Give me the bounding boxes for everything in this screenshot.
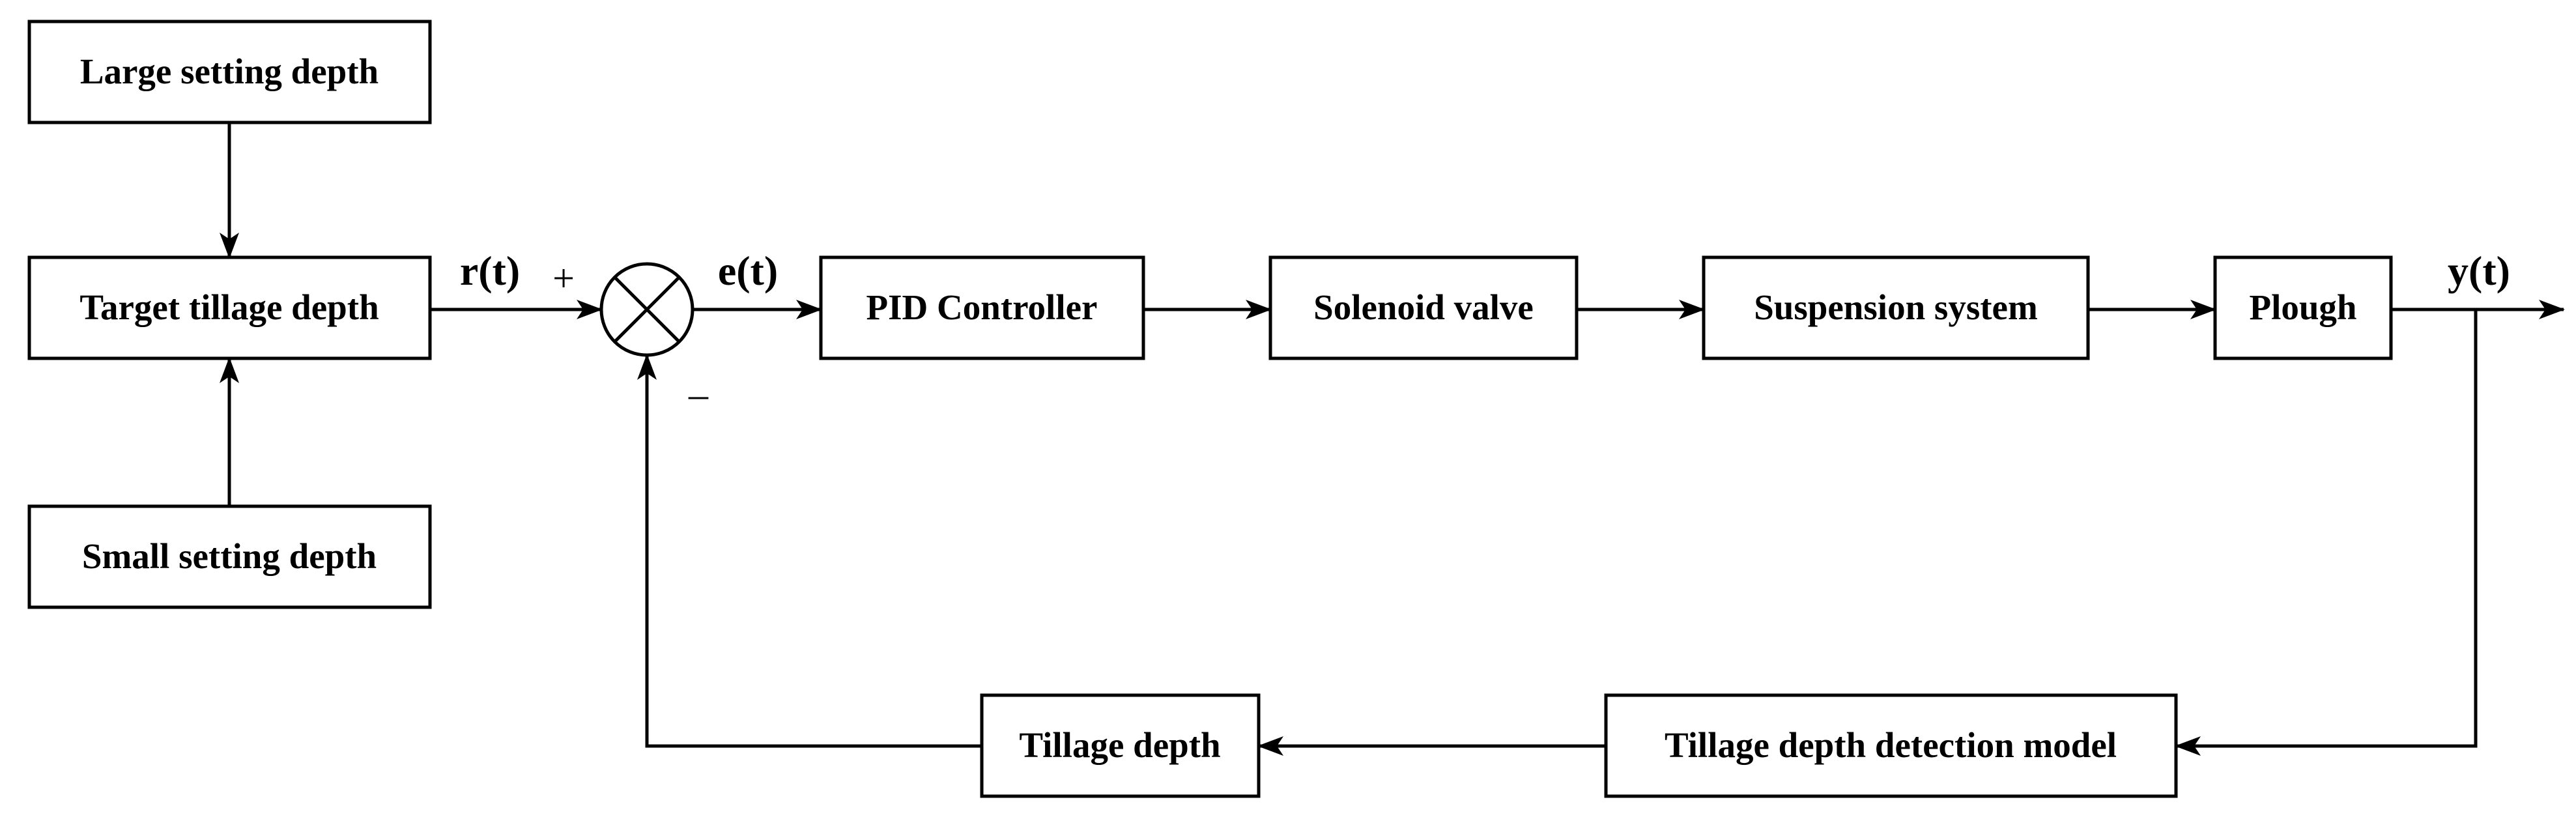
pid-controller-label: PID Controller [866, 287, 1098, 327]
pid-controller-block: PID Controller [819, 255, 1145, 360]
plus-sign: + [552, 257, 575, 300]
suspension-system-label: Suspension system [1754, 287, 2038, 327]
tillage-depth-detection-model-block: Tillage depth detection model [1604, 693, 2178, 798]
arrow-feedback-to-detection [2175, 309, 2478, 756]
tillage-depth-label: Tillage depth [1019, 725, 1220, 765]
tillage-depth-detection-model-label: Tillage depth detection model [1665, 725, 2117, 765]
solenoid-valve-label: Solenoid valve [1313, 287, 1534, 327]
target-tillage-depth-label: Target tillage depth [79, 287, 379, 327]
plough-block: Plough [2213, 255, 2393, 360]
arrow-feedback-to-sum [637, 354, 982, 748]
output-signal-label: y(t) [2448, 248, 2510, 294]
target-tillage-depth-block: Target tillage depth [27, 255, 432, 360]
large-setting-depth-block: Large setting depth [27, 20, 432, 124]
error-signal-label: e(t) [718, 248, 778, 294]
large-setting-depth-label: Large setting depth [80, 51, 379, 91]
small-setting-depth-label: Small setting depth [82, 536, 377, 576]
tillage-depth-block: Tillage depth [980, 693, 1261, 798]
solenoid-valve-block: Solenoid valve [1268, 255, 1579, 360]
small-setting-depth-block: Small setting depth [27, 504, 432, 609]
reference-signal-label: r(t) [460, 248, 520, 294]
summing-junction [599, 262, 694, 357]
suspension-system-block: Suspension system [1702, 255, 2090, 360]
plough-label: Plough [2249, 287, 2356, 327]
minus-sign: – [688, 373, 709, 416]
